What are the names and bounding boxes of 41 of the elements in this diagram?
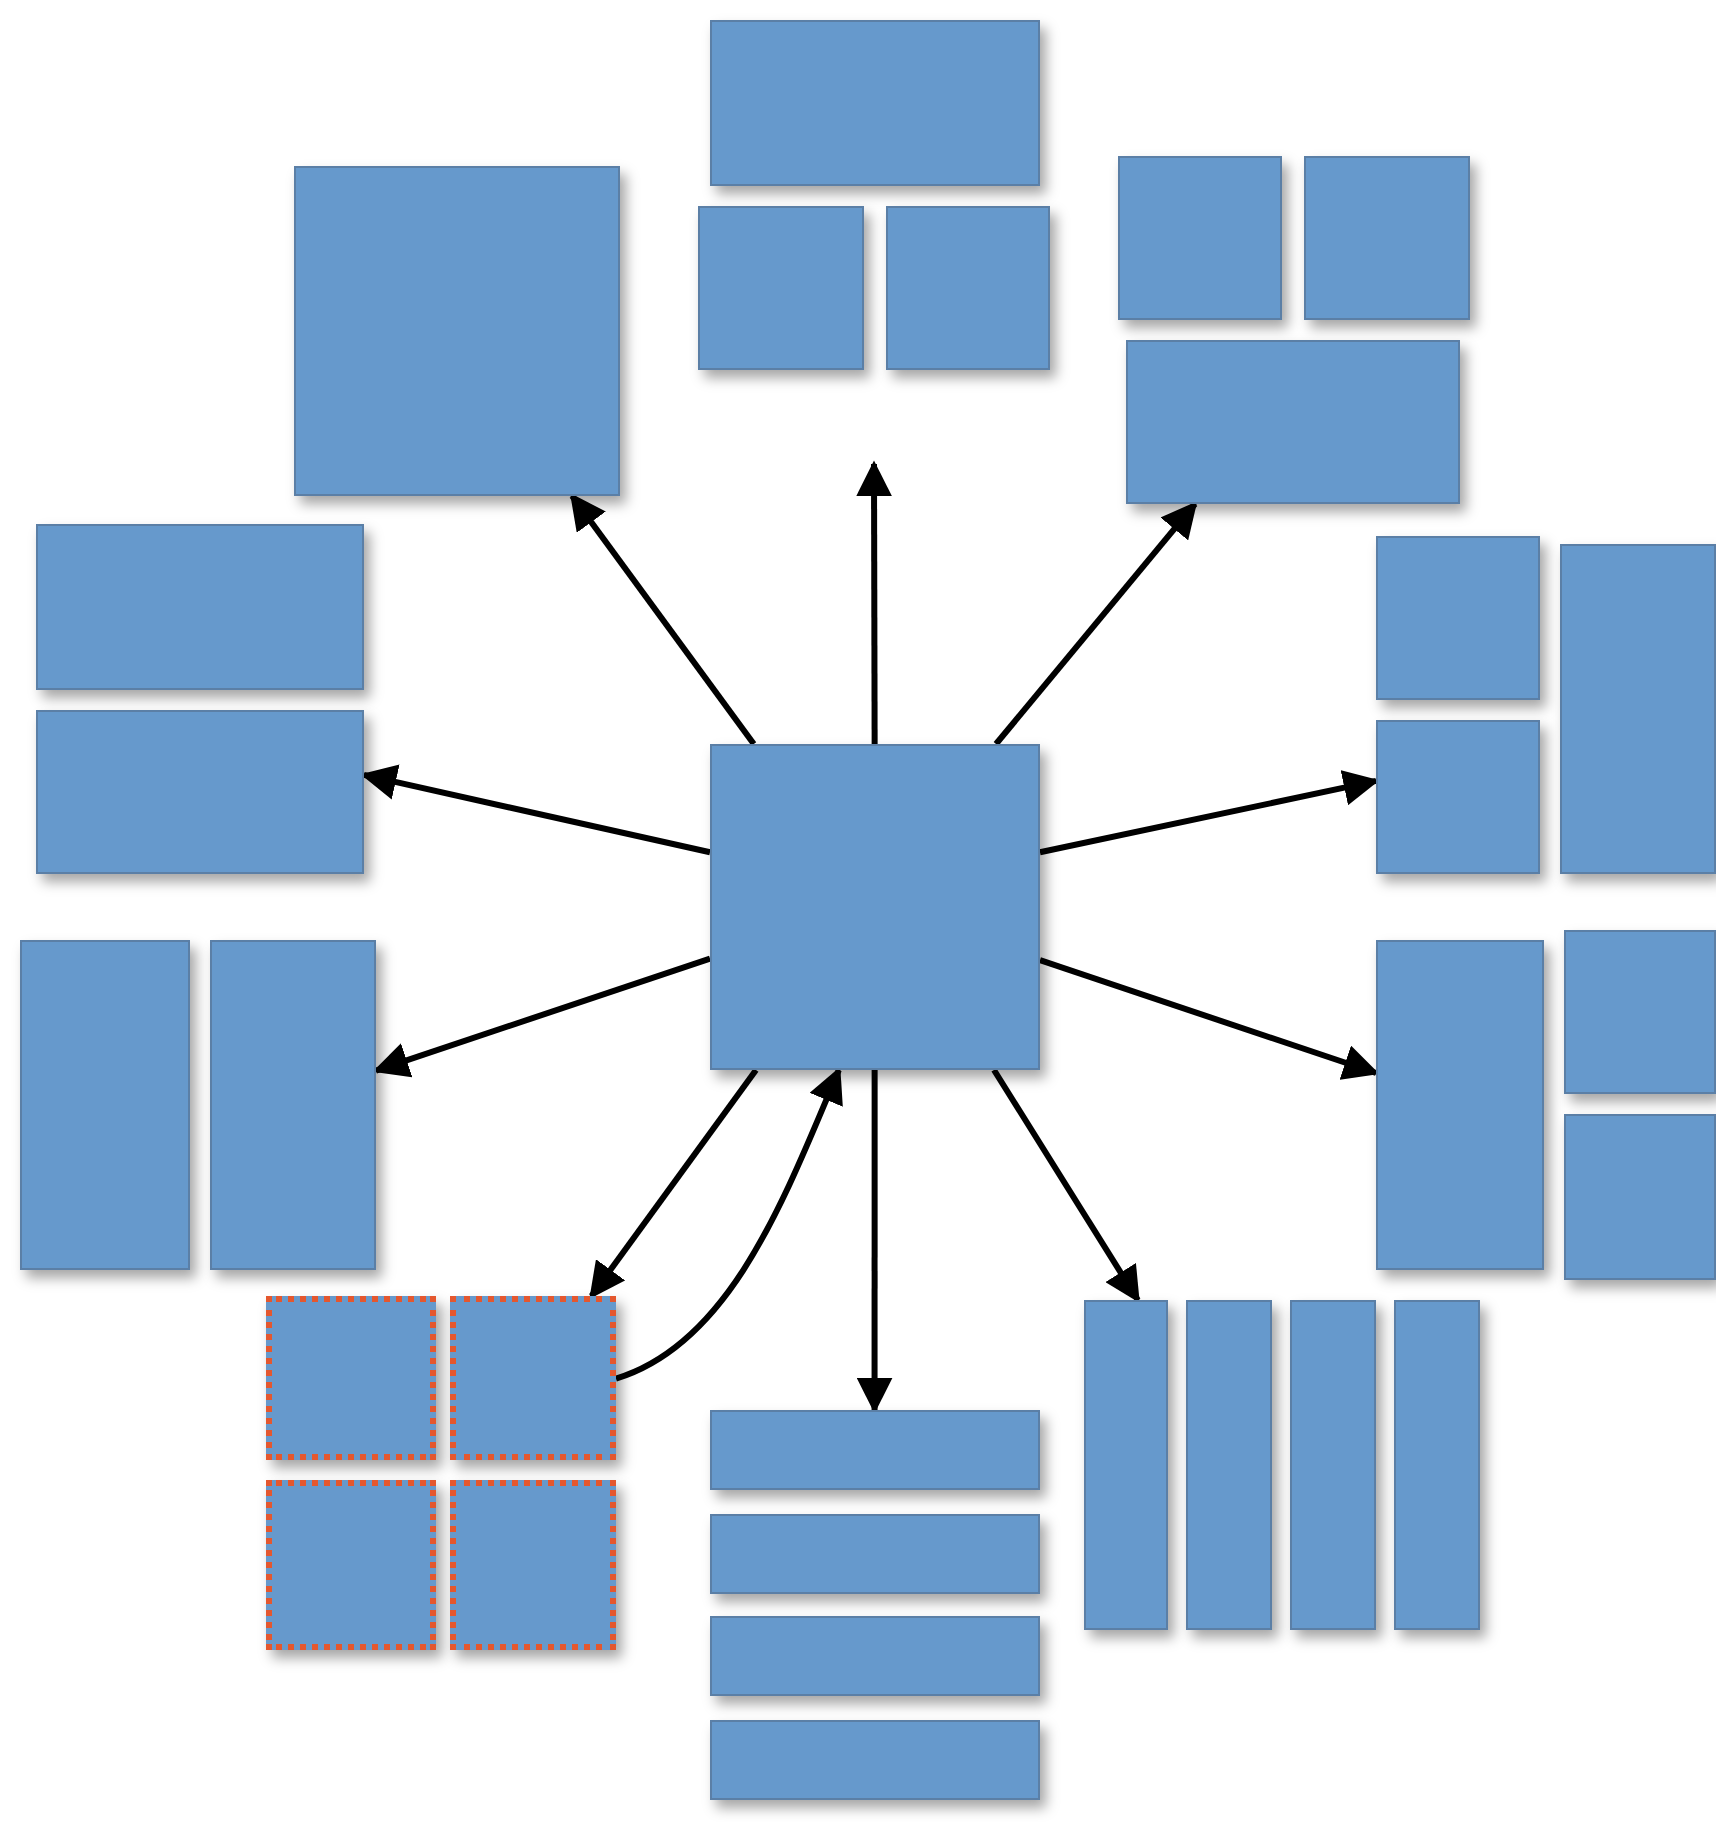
- layout-pane: [450, 1480, 616, 1650]
- layout-pane: [266, 1296, 436, 1460]
- layout-pane: [20, 940, 190, 1270]
- layout-pane: [710, 1616, 1040, 1696]
- arrow: [589, 1068, 759, 1299]
- arrow: [1039, 770, 1380, 856]
- layout-pane: [710, 1410, 1040, 1490]
- layout-pane: [710, 1514, 1040, 1594]
- layout-pane: [1186, 1300, 1272, 1630]
- arrow: [360, 764, 711, 856]
- arrow: [993, 501, 1198, 746]
- arrow: [614, 1066, 843, 1382]
- layout-pane: [1564, 930, 1716, 1094]
- layout-pane: [36, 710, 364, 874]
- layout-pane: [1376, 940, 1544, 1270]
- layout-pane: [266, 1480, 436, 1650]
- arrow: [856, 1070, 893, 1414]
- layout-pane: [886, 206, 1050, 370]
- layout-pane: [1304, 156, 1470, 320]
- layout-pane: [1084, 1300, 1168, 1630]
- layout-pane: [36, 524, 364, 690]
- layout-pane: [710, 20, 1040, 186]
- layout-pane: [1560, 544, 1716, 874]
- arrow: [856, 460, 893, 744]
- layout-pane: [710, 1720, 1040, 1800]
- layout-pane: [210, 940, 376, 1270]
- layout-pane: [1376, 536, 1540, 700]
- layout-pane: [1564, 1114, 1716, 1280]
- arrow: [569, 493, 757, 746]
- layout-pane: [698, 206, 864, 370]
- arrow: [991, 1068, 1141, 1304]
- layout-pane: [1376, 720, 1540, 874]
- arrow: [1039, 957, 1380, 1080]
- layout-pane: [450, 1296, 616, 1460]
- arrow: [372, 955, 711, 1078]
- layout-pane: [1118, 156, 1282, 320]
- layout-pane: [294, 166, 620, 496]
- layout-pane: [1126, 340, 1460, 504]
- source-box: [710, 744, 1040, 1070]
- layout-pane: [1290, 1300, 1376, 1630]
- layout-pane: [1394, 1300, 1480, 1630]
